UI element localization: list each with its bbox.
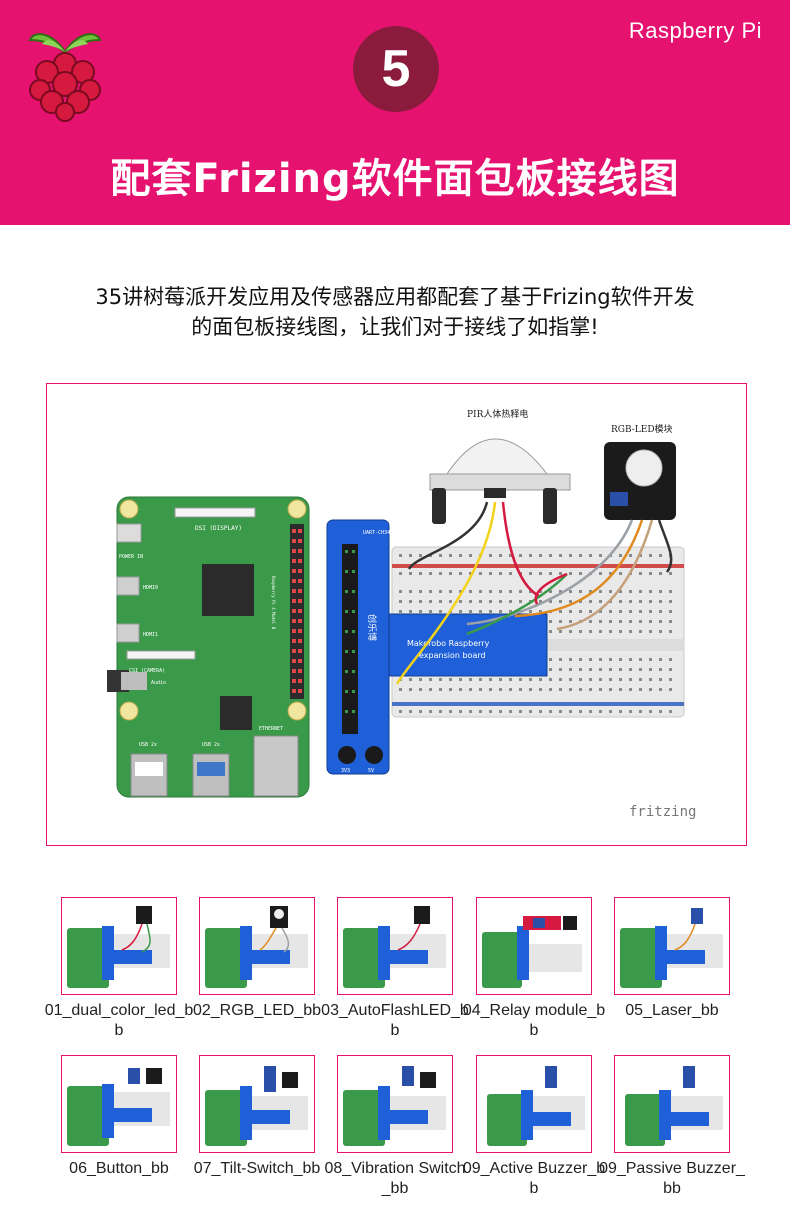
thumbnail-08[interactable]: 08_Vibration Switch_bb — [324, 1055, 466, 1199]
intro-line-2: 的面包板接线图，让我们对于接线了如指掌! — [191, 315, 599, 339]
hdmi0-label: HDMI0 — [143, 585, 158, 591]
v5-label: 5V — [368, 768, 374, 774]
thumbnail-04[interactable]: 04_Relay module_bb — [463, 897, 605, 1041]
rgb-label: RGB-LED模块 — [611, 423, 673, 435]
hdmi1-label: HDMI1 — [143, 632, 158, 638]
thumbnail-06[interactable]: 06_Button_bb — [61, 1055, 177, 1179]
audio-label: Audio — [151, 680, 166, 686]
brand-text: Raspberry Pi — [628, 18, 762, 43]
wiring-diagram: DSI (DISPLAY) POWER IN HDMI0 HDMI1 CSI (… — [107, 408, 696, 820]
thumbnail-image — [476, 1055, 592, 1153]
thumbnail-label: 01_dual_color_led_bb — [44, 1002, 194, 1039]
thumbnail-label: 07_Tilt-Switch_bb — [193, 1160, 321, 1177]
wiring-diagram-frame: DSI (DISPLAY) POWER IN HDMI0 HDMI1 CSI (… — [46, 383, 747, 846]
thumbnail-label: 06_Button_bb — [69, 1160, 169, 1177]
power-label: POWER IN — [119, 554, 143, 560]
thumbnail-label: 03_AutoFlashLED_bb — [321, 1002, 469, 1039]
csi-label: CSI (CAMERA) — [129, 668, 165, 674]
thumbnail-label: 08_Vibration Switch_bb — [324, 1160, 466, 1197]
intro-line-1: 35讲树莓派开发应用及传感器应用都配套了基于Frizing软件开发 — [95, 285, 695, 309]
thumbnail-image — [61, 1055, 177, 1153]
thumbnail-03[interactable]: 03_AutoFlashLED_bb — [321, 897, 469, 1041]
raspberry-pi-board: DSI (DISPLAY) POWER IN HDMI0 HDMI1 CSI (… — [107, 496, 310, 798]
thumbnail-01[interactable]: 01_dual_color_led_bb — [45, 897, 193, 1041]
section-number-badge: 5 — [353, 26, 439, 112]
expansion-board: UART-CH340 创乐博 3V3 5V Makerobo Raspberry… — [326, 519, 548, 775]
thumbnail-image — [337, 897, 453, 995]
v33-label: 3V3 — [341, 768, 350, 774]
thumbnail-image — [61, 897, 177, 995]
header-banner: Raspberry Pi 5 配套Frizing软件面包板接线图 — [0, 0, 790, 225]
fritzing-watermark: fritzing — [629, 804, 696, 820]
thumbnail-image — [614, 897, 730, 995]
ethernet-label: ETHERNET — [259, 726, 283, 732]
thumbnail-label: 04_Relay module_bb — [462, 1002, 606, 1039]
thumbnail-label: 09_Active Buzzer_bb — [462, 1160, 606, 1197]
uart-label: UART-CH340 — [363, 530, 393, 536]
thumbnail-07[interactable]: 07_Tilt-Switch_bb — [194, 1055, 320, 1179]
page-title: 配套Frizing软件面包板接线图 — [110, 156, 680, 202]
pir-sensor: PIR人体热释电 — [429, 408, 571, 524]
rgb-led-module: RGB-LED模块 — [604, 423, 676, 520]
thumbnail-09[interactable]: 09_Active Buzzer_bb — [463, 1055, 605, 1199]
board-sub: expansion board — [419, 651, 486, 660]
thumbnail-image — [337, 1055, 453, 1153]
intro-text: 35讲树莓派开发应用及传感器应用都配套了基于Frizing软件开发 的面包板接线… — [40, 282, 750, 342]
wires — [395, 501, 673, 685]
thumbnail-image — [199, 1055, 315, 1153]
thumbnail-10[interactable]: 09_Passive Buzzer_bb — [599, 1055, 745, 1199]
dsi-label: DSI (DISPLAY) — [195, 525, 242, 532]
usb2-label-a: USB 2x — [139, 742, 157, 748]
thumbnail-image — [476, 897, 592, 995]
board-brand: 创乐博 — [366, 614, 378, 641]
thumbnail-image — [199, 897, 315, 995]
usb2-label-b: USB 2x — [202, 742, 220, 748]
raspberry-pi-logo — [28, 33, 102, 122]
model-label: Raspberry Pi 4 Model B — [271, 576, 276, 630]
board-name: Makerobo Raspberry — [407, 639, 490, 648]
thumbnail-02[interactable]: 02_RGB_LED_bb — [193, 897, 321, 1021]
pir-label: PIR人体热释电 — [467, 408, 528, 420]
thumbnail-image — [614, 1055, 730, 1153]
thumbnail-label: 05_Laser_bb — [625, 1002, 719, 1019]
thumbnail-label: 09_Passive Buzzer_bb — [599, 1160, 745, 1197]
thumbnail-05[interactable]: 05_Laser_bb — [614, 897, 730, 1021]
section-number: 5 — [381, 40, 411, 98]
thumbnail-label: 02_RGB_LED_bb — [192, 1002, 322, 1019]
